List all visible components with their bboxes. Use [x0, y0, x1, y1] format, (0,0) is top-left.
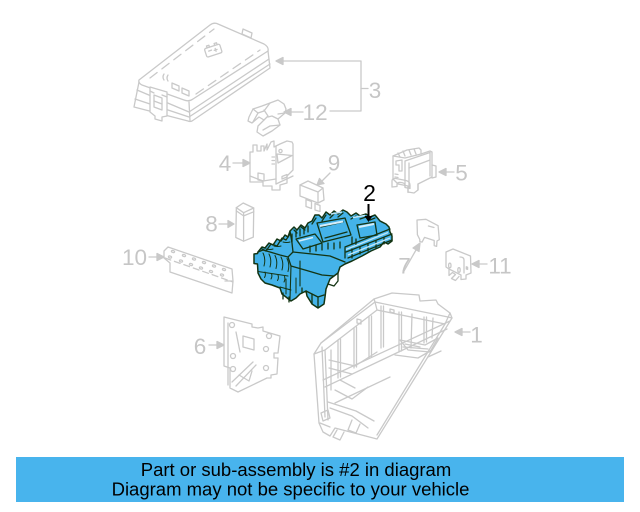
- svg-text:12: 12: [303, 100, 328, 125]
- svg-text:1: 1: [470, 323, 483, 348]
- svg-text:Diagram may not be specific to: Diagram may not be specific to your vehi…: [112, 479, 470, 500]
- svg-text:9: 9: [328, 151, 341, 176]
- svg-text:11: 11: [488, 254, 511, 279]
- svg-text:5: 5: [455, 161, 468, 186]
- svg-text:Part or sub-assembly is #2 in: Part or sub-assembly is #2 in diagram: [141, 459, 452, 480]
- svg-text:2: 2: [363, 180, 376, 206]
- svg-text:3: 3: [369, 78, 382, 103]
- svg-text:10: 10: [122, 245, 147, 270]
- svg-text:4: 4: [219, 151, 232, 176]
- svg-text:7: 7: [398, 254, 411, 279]
- svg-text:6: 6: [194, 334, 207, 359]
- svg-text:8: 8: [205, 212, 218, 237]
